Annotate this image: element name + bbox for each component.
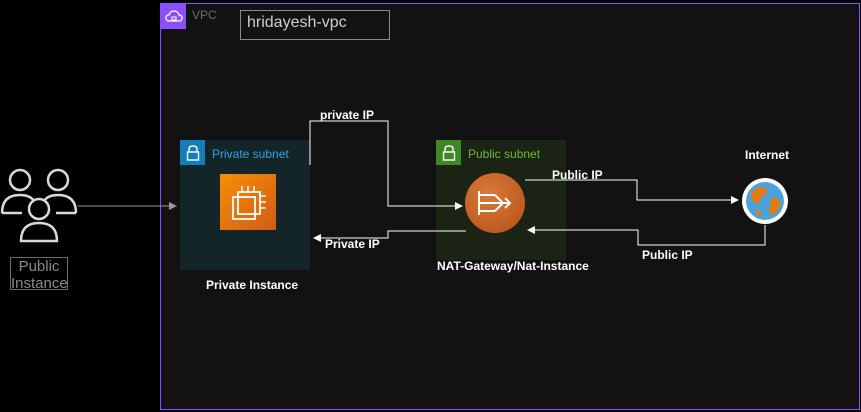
lock-icon (436, 140, 461, 165)
nat-label: NAT-Gateway/Nat-Instance (437, 259, 589, 273)
edge-label-private-ip-top: private IP (320, 108, 375, 122)
vpc-label: VPC (192, 8, 217, 22)
users-group-icon (0, 165, 80, 245)
edge-private-to-nat (309, 120, 463, 210)
ec2-chip-icon (220, 174, 276, 230)
public-subnet: Public subnet (436, 140, 566, 260)
public-subnet-label: Public subnet (468, 147, 541, 161)
private-subnet-label: Private subnet (212, 147, 289, 161)
edge-nat-to-private (313, 230, 466, 242)
edge-label-public-ip-out: Public IP (552, 168, 603, 182)
lock-icon (180, 140, 205, 165)
edge-internet-to-nat (527, 225, 766, 246)
internet-label: Internet (745, 148, 790, 162)
vpc-name: hridayesh-vpc (240, 10, 390, 40)
users-label: Public Instance (10, 257, 68, 292)
edge-label-private-ip-return: Private IP (325, 237, 380, 251)
private-instance-label: Private Instance (206, 278, 299, 292)
nat-gateway-icon (465, 173, 525, 233)
globe-icon (741, 177, 789, 225)
edge-label-public-ip-in: Public IP (642, 248, 693, 262)
cloud-lock-icon (161, 4, 186, 29)
edge-nat-to-internet (525, 179, 739, 204)
